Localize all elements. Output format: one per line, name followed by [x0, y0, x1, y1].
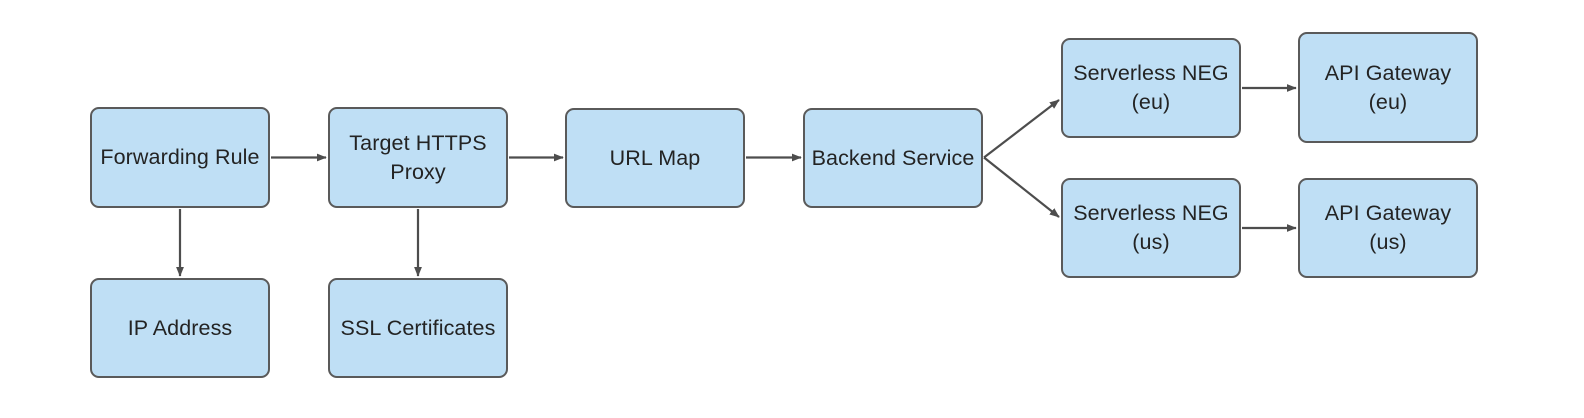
node-api-gateway-us[interactable]: API Gateway (us) [1298, 178, 1478, 278]
node-target-https-proxy[interactable]: Target HTTPS Proxy [328, 107, 508, 208]
node-label-api-gateway-us: API Gateway (us) [1324, 201, 1452, 254]
node-api-gateway-eu[interactable]: API Gateway (eu) [1298, 32, 1478, 143]
node-label-forwarding-rule: Forwarding Rule [100, 145, 260, 170]
node-ip-address[interactable]: IP Address [90, 278, 270, 378]
node-label-url-map: URL Map [609, 145, 701, 170]
node-serverless-neg-eu[interactable]: Serverless NEG (eu) [1061, 38, 1241, 138]
edge-backend-service-to-serverless-neg-eu [983, 99, 1060, 159]
node-label-backend-service: Backend Service [811, 145, 975, 170]
node-url-map[interactable]: URL Map [565, 108, 745, 208]
node-label-serverless-neg-eu: Serverless NEG (eu) [1073, 61, 1229, 114]
node-serverless-neg-us[interactable]: Serverless NEG (us) [1061, 178, 1241, 278]
node-label-serverless-neg-us: Serverless NEG (us) [1073, 201, 1229, 254]
node-label-target-https-proxy: Target HTTPS Proxy [349, 130, 487, 184]
node-label-ip-address: IP Address [127, 315, 233, 340]
node-backend-service[interactable]: Backend Service [803, 108, 983, 208]
node-label-api-gateway-eu: API Gateway (eu) [1324, 60, 1452, 114]
edge-backend-service-to-serverless-neg-us [983, 156, 1060, 218]
node-forwarding-rule[interactable]: Forwarding Rule [90, 107, 270, 208]
node-ssl-certificates[interactable]: SSL Certificates [328, 278, 508, 378]
node-label-ssl-certificates: SSL Certificates [340, 315, 496, 340]
